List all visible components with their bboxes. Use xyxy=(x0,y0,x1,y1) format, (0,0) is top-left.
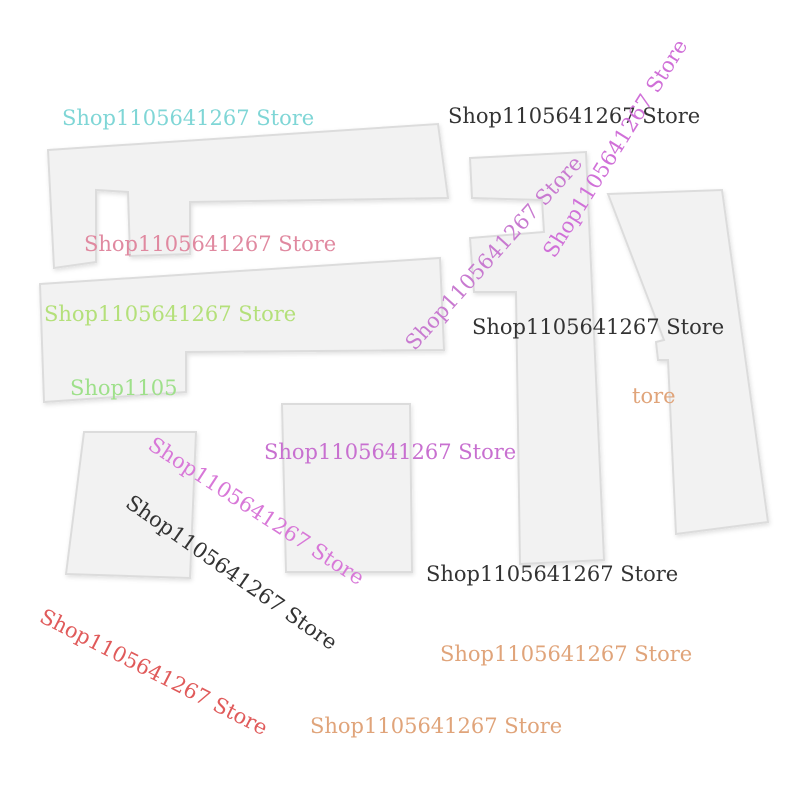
watermark-10: Shop1105641267 Store xyxy=(264,440,517,464)
watermark-13: Shop1105641267 Store xyxy=(426,562,679,586)
watermark-7: Shop1105641267 Store xyxy=(472,315,725,339)
watermark-2: Shop1105641267 Store xyxy=(448,104,701,128)
watermark-4: Shop1105641267 Store xyxy=(84,232,337,256)
watermark-16: Shop1105641267 Store xyxy=(310,714,563,738)
watermark-5: Shop1105641267 Store xyxy=(44,302,297,326)
felt-pad-tall-notched xyxy=(606,188,770,536)
felt-pad-f-shape xyxy=(46,122,450,270)
felt-pad-medium xyxy=(280,403,414,573)
watermark-8: Shop1105 xyxy=(70,376,178,400)
felt-pad-hook xyxy=(468,150,606,566)
watermark-9: tore xyxy=(632,384,676,408)
watermark-1: Shop1105641267 Store xyxy=(62,106,315,130)
felt-pad-l-shape xyxy=(38,256,446,404)
felt-pad-small xyxy=(64,431,198,580)
watermark-14: Shop1105641267 Store xyxy=(440,642,693,666)
